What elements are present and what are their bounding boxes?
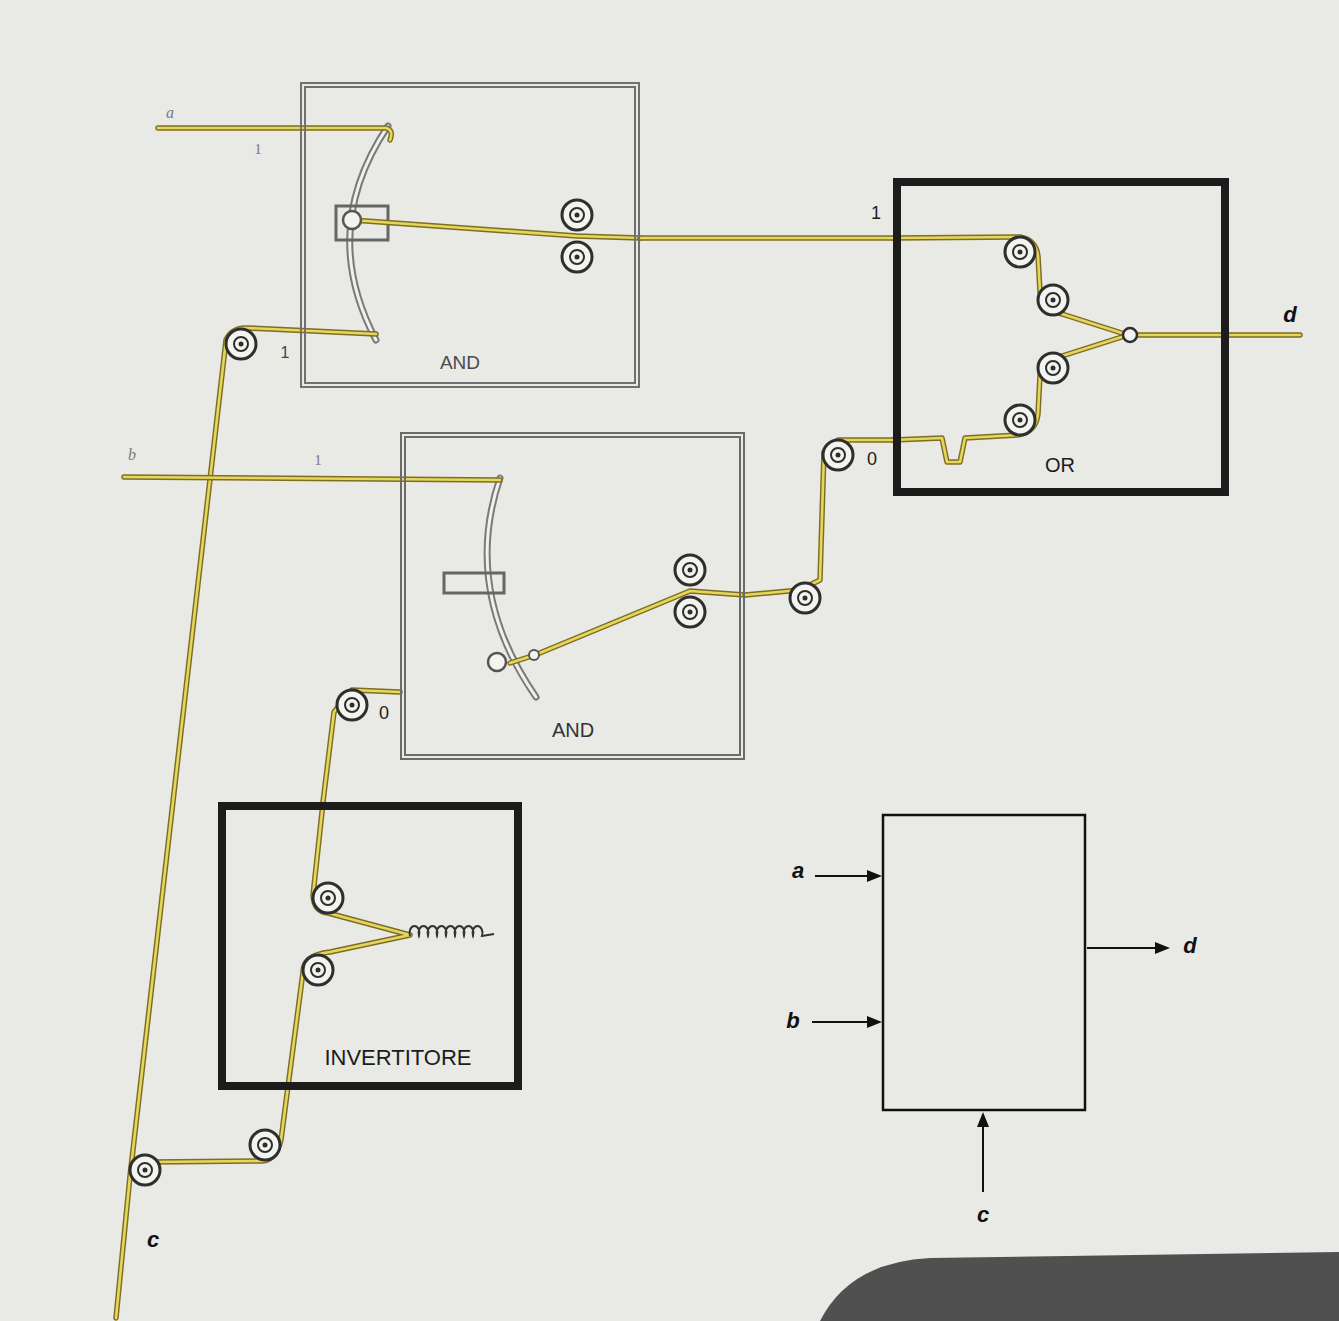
and-lever [350, 126, 388, 340]
pulley [562, 242, 592, 272]
pulley [1005, 237, 1035, 267]
lever-slot [444, 573, 504, 593]
pulley [1005, 405, 1035, 435]
signal-label: a [792, 858, 804, 883]
gate-box: OR [893, 178, 1229, 496]
signal-label: 1 [871, 203, 881, 224]
and-lever [350, 126, 388, 340]
arrow-head [1155, 942, 1170, 954]
wire [124, 477, 500, 480]
wire [510, 591, 745, 663]
gate-label: AND [440, 352, 480, 374]
pulley [1038, 285, 1068, 315]
spring [410, 926, 495, 936]
lever-pivot [488, 653, 506, 671]
signal-label: 1 [314, 452, 322, 469]
wire [124, 477, 500, 480]
wire [893, 335, 1128, 462]
arrow-head [867, 870, 882, 882]
output-arrow [1087, 947, 1158, 949]
wire [323, 690, 400, 802]
pulley [675, 555, 705, 585]
gate-label: AND [552, 719, 594, 742]
wire [640, 237, 893, 240]
wire-junction [1123, 328, 1137, 342]
pulley [675, 597, 705, 627]
pulley [303, 955, 333, 985]
gate-box: INVERTITORE [218, 802, 522, 1090]
arrow-head [867, 1016, 882, 1028]
input-arrow [982, 1124, 984, 1192]
wire [893, 237, 1128, 335]
lever-link [529, 650, 539, 660]
pulley [313, 883, 343, 913]
wire [1130, 332, 1300, 338]
input-arrow [812, 1021, 872, 1023]
wire [352, 220, 640, 238]
gate-box: AND [400, 432, 745, 760]
wire [323, 690, 400, 802]
signal-label: 0 [867, 449, 877, 470]
lever-pivot [343, 211, 361, 229]
wire [150, 803, 410, 1162]
pulley [250, 1130, 280, 1160]
pulley [130, 1155, 160, 1185]
signal-label: b [128, 446, 136, 464]
pulley [1038, 353, 1068, 383]
signal-label: b [786, 1008, 799, 1033]
signal-label: 0 [379, 703, 389, 724]
pulley [790, 583, 820, 613]
wire [510, 591, 745, 663]
signal-label: 1 [254, 141, 262, 158]
wire [745, 440, 893, 595]
gate-label: OR [1045, 454, 1075, 477]
wire-connector [745, 440, 893, 595]
gate-label: INVERTITORE [324, 1045, 471, 1070]
pulley [562, 200, 592, 230]
wire [1130, 334, 1300, 337]
signal-label: c [147, 1227, 159, 1252]
signal-label: d [1183, 933, 1196, 958]
wire [352, 220, 640, 238]
wire [893, 237, 1128, 335]
wire-connector [640, 238, 893, 239]
wire [745, 440, 893, 595]
signal-label: c [977, 1202, 989, 1227]
wire [158, 128, 391, 140]
wire [158, 128, 391, 140]
input-arrow [815, 875, 872, 877]
photo-shadow [820, 1252, 1339, 1321]
pulley [226, 329, 256, 359]
signal-label: a [166, 104, 174, 122]
pulley [337, 690, 367, 720]
signal-label: 1 [281, 344, 290, 362]
block-box [883, 815, 1085, 1110]
pulley [823, 440, 853, 470]
gate-box: AND [300, 82, 640, 388]
wire [893, 335, 1128, 462]
signal-label: d [1283, 302, 1296, 327]
arrow-head [977, 1112, 989, 1127]
wire [150, 803, 410, 1162]
wire-connector [323, 690, 400, 802]
wire [640, 235, 893, 241]
